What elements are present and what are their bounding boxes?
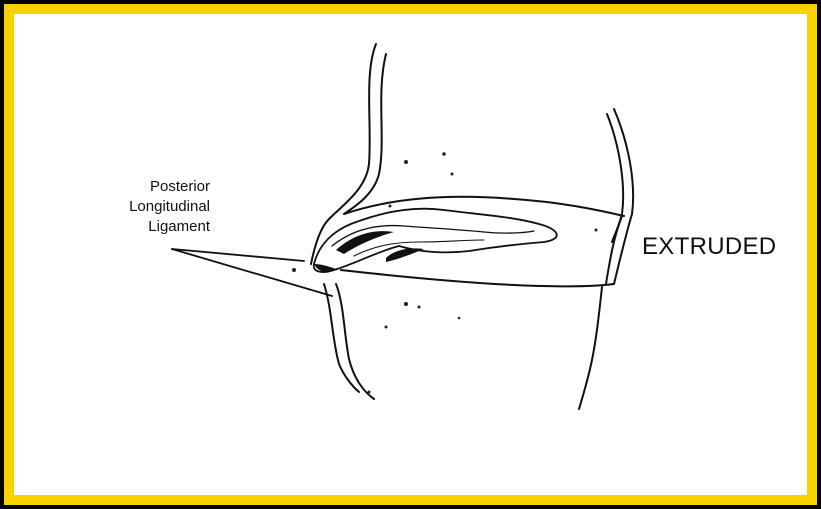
right-upper-edge-outer [607,114,623,242]
disc-fissure-2 [354,240,484,256]
label-line-3: Ligament [28,217,210,237]
upper-vertebra-edge [311,44,376,264]
label-line-2: Longitudinal [28,197,210,217]
lower-ligament-line [324,284,359,392]
upper-ligament-line [344,54,386,214]
right-disc-edge [614,214,632,284]
lower-vertebra-edge [336,284,374,399]
right-lower-vertebra [579,287,602,409]
lower-endplate [341,270,614,286]
posterior-longitudinal-ligament-label: Posterior Longitudinal Ligament [28,177,210,237]
right-disc-edge-2 [606,216,622,284]
extruded-label: EXTRUDED [642,233,776,261]
fissure-shading-2 [386,248,424,262]
illustration-panel: Posterior Longitudinal Ligament EXTRUDED [14,14,807,495]
label-line-1: Posterior [28,177,210,197]
